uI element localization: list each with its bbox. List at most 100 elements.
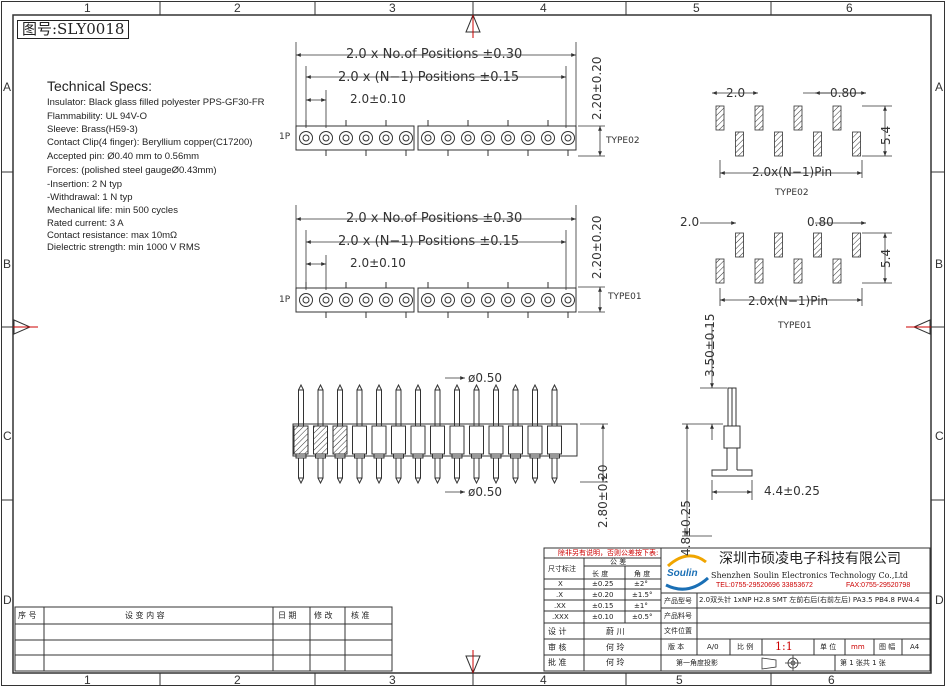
zone-col-4: 4	[540, 1, 547, 15]
pad-span-type01: 5.4	[879, 248, 893, 268]
sleeve	[449, 425, 465, 455]
contact-outer	[339, 131, 353, 145]
pin-tip-bottom	[337, 477, 343, 485]
side-top-length: 3.50±0.15	[703, 313, 717, 378]
contact-outer	[299, 131, 313, 145]
zone-col-2: 2	[234, 1, 241, 15]
pin1-label-type01: 1P	[279, 295, 291, 305]
zone-row-a-right: A	[935, 80, 944, 94]
top-view-dimensions	[295, 42, 605, 313]
dim-height-type01: 2.20±0.20	[590, 215, 604, 280]
unit-label: 单 位	[820, 643, 837, 651]
pin-upper	[454, 389, 460, 427]
contact-outer	[359, 293, 373, 307]
contact-outer	[501, 131, 515, 145]
pin-tip-bottom	[376, 477, 382, 485]
side-foot-length: 4.4±0.25	[764, 484, 820, 498]
contact-inner	[544, 134, 552, 142]
pin-upper	[434, 389, 441, 427]
sleeve	[488, 425, 504, 455]
pin-tip	[356, 383, 363, 391]
zone-col-4-bottom: 4	[540, 673, 547, 687]
pin-lower	[356, 457, 363, 479]
contact-outer	[319, 293, 333, 307]
contact-outer	[421, 293, 435, 307]
pin-tip	[473, 383, 480, 391]
zone-row-c-right: C	[935, 429, 944, 443]
tolerance-row-length: ±0.15	[592, 602, 614, 610]
pin-tip	[532, 383, 538, 391]
pin-lower	[473, 457, 480, 479]
zone-col-2-bottom: 2	[234, 673, 241, 687]
sleeve	[313, 425, 328, 455]
side-view-dimensions	[682, 324, 753, 537]
pin-tip-bottom	[434, 477, 441, 485]
solder-pad	[735, 232, 744, 258]
contact-inner	[342, 134, 350, 142]
pin-tip	[376, 383, 382, 391]
pin-upper	[317, 389, 324, 427]
contact-outer	[541, 131, 555, 145]
zone-col-1: 1	[84, 1, 91, 15]
dia-top-label: ø0.50	[468, 371, 503, 385]
dim-height-type02: 2.20±0.20	[590, 56, 604, 121]
projection-label: 第一角度投影	[676, 659, 718, 667]
pad-layout-type02	[712, 91, 892, 178]
front-view	[292, 383, 578, 485]
solder-pad	[754, 258, 764, 284]
dim-total-type02: 2.0 x No.of Positions ±0.30	[346, 47, 523, 62]
top-view-type01	[295, 282, 577, 318]
sleeve	[352, 425, 367, 455]
sleeve	[527, 425, 543, 455]
spec-line: Forces: (polished steel gaugeØ0.43mm)	[47, 165, 217, 176]
pad-width-type01: 0.80	[807, 215, 834, 229]
contact-outer	[441, 131, 455, 145]
pad-row-type01: 2.0x(N−1)Pin	[748, 294, 829, 308]
contact-outer	[541, 293, 555, 307]
pin-lower	[532, 457, 538, 479]
company-fax: FAX:0755-29520798	[846, 582, 911, 589]
pin-tip	[434, 383, 441, 391]
sleeve	[332, 425, 348, 455]
zone-row-d: D	[3, 593, 12, 607]
solder-pad	[715, 258, 725, 284]
contact-inner	[524, 296, 532, 304]
contact-inner	[464, 134, 472, 142]
tolerance-row-length: ±0.10	[592, 613, 614, 621]
front-view-dimensions	[445, 376, 608, 494]
zone-col-6-bottom: 6	[828, 673, 835, 687]
solder-pad	[832, 258, 842, 284]
pin-lower	[454, 457, 460, 479]
pin-lower	[337, 457, 343, 479]
product-model-value: 2.0双头针 1xNP H2.8 SMT 左前右后(右前左后) PA3.5 PB…	[699, 596, 920, 604]
spec-line: Insulator: Black glass filled polyester …	[47, 97, 265, 108]
pin-tip	[512, 383, 519, 391]
revision-table-grid	[14, 606, 393, 672]
tolerance-row-std: X	[558, 580, 563, 588]
contact-inner	[362, 134, 370, 142]
dim-n1-type01: 2.0 x (N−1) Positions ±0.15	[338, 234, 520, 249]
sleeve	[508, 425, 523, 455]
pin-upper	[376, 389, 382, 427]
tolerance-note: 除非另有说明，否则公差按下表:	[558, 549, 659, 557]
contact-outer	[299, 293, 313, 307]
spec-line: Contact resistance: max 10mΩ	[47, 230, 178, 241]
spec-line: Accepted pin: Ø0.40 mm to 0.56mm	[47, 151, 200, 162]
spec-line: Sleeve: Brass(H59-3)	[47, 124, 138, 135]
housing-right	[417, 287, 577, 313]
version-value: A/0	[707, 643, 719, 651]
solder-pad	[735, 131, 744, 157]
centering-marks	[13, 13, 931, 675]
pin-upper	[532, 389, 538, 427]
pad-type-label-type01: TYPE01	[778, 321, 812, 331]
tolerance-row-angle: ±0.5°	[632, 613, 653, 621]
pin-lower	[317, 457, 324, 479]
pad-row-type02: 2.0x(N−1)Pin	[752, 165, 833, 179]
pin-upper	[551, 389, 558, 427]
product-model-label: 产品型号	[664, 597, 692, 605]
pin-tip	[454, 383, 460, 391]
contact-outer	[521, 293, 535, 307]
contact-outer	[379, 293, 393, 307]
signoff-approve-label: 批 准	[548, 658, 567, 667]
